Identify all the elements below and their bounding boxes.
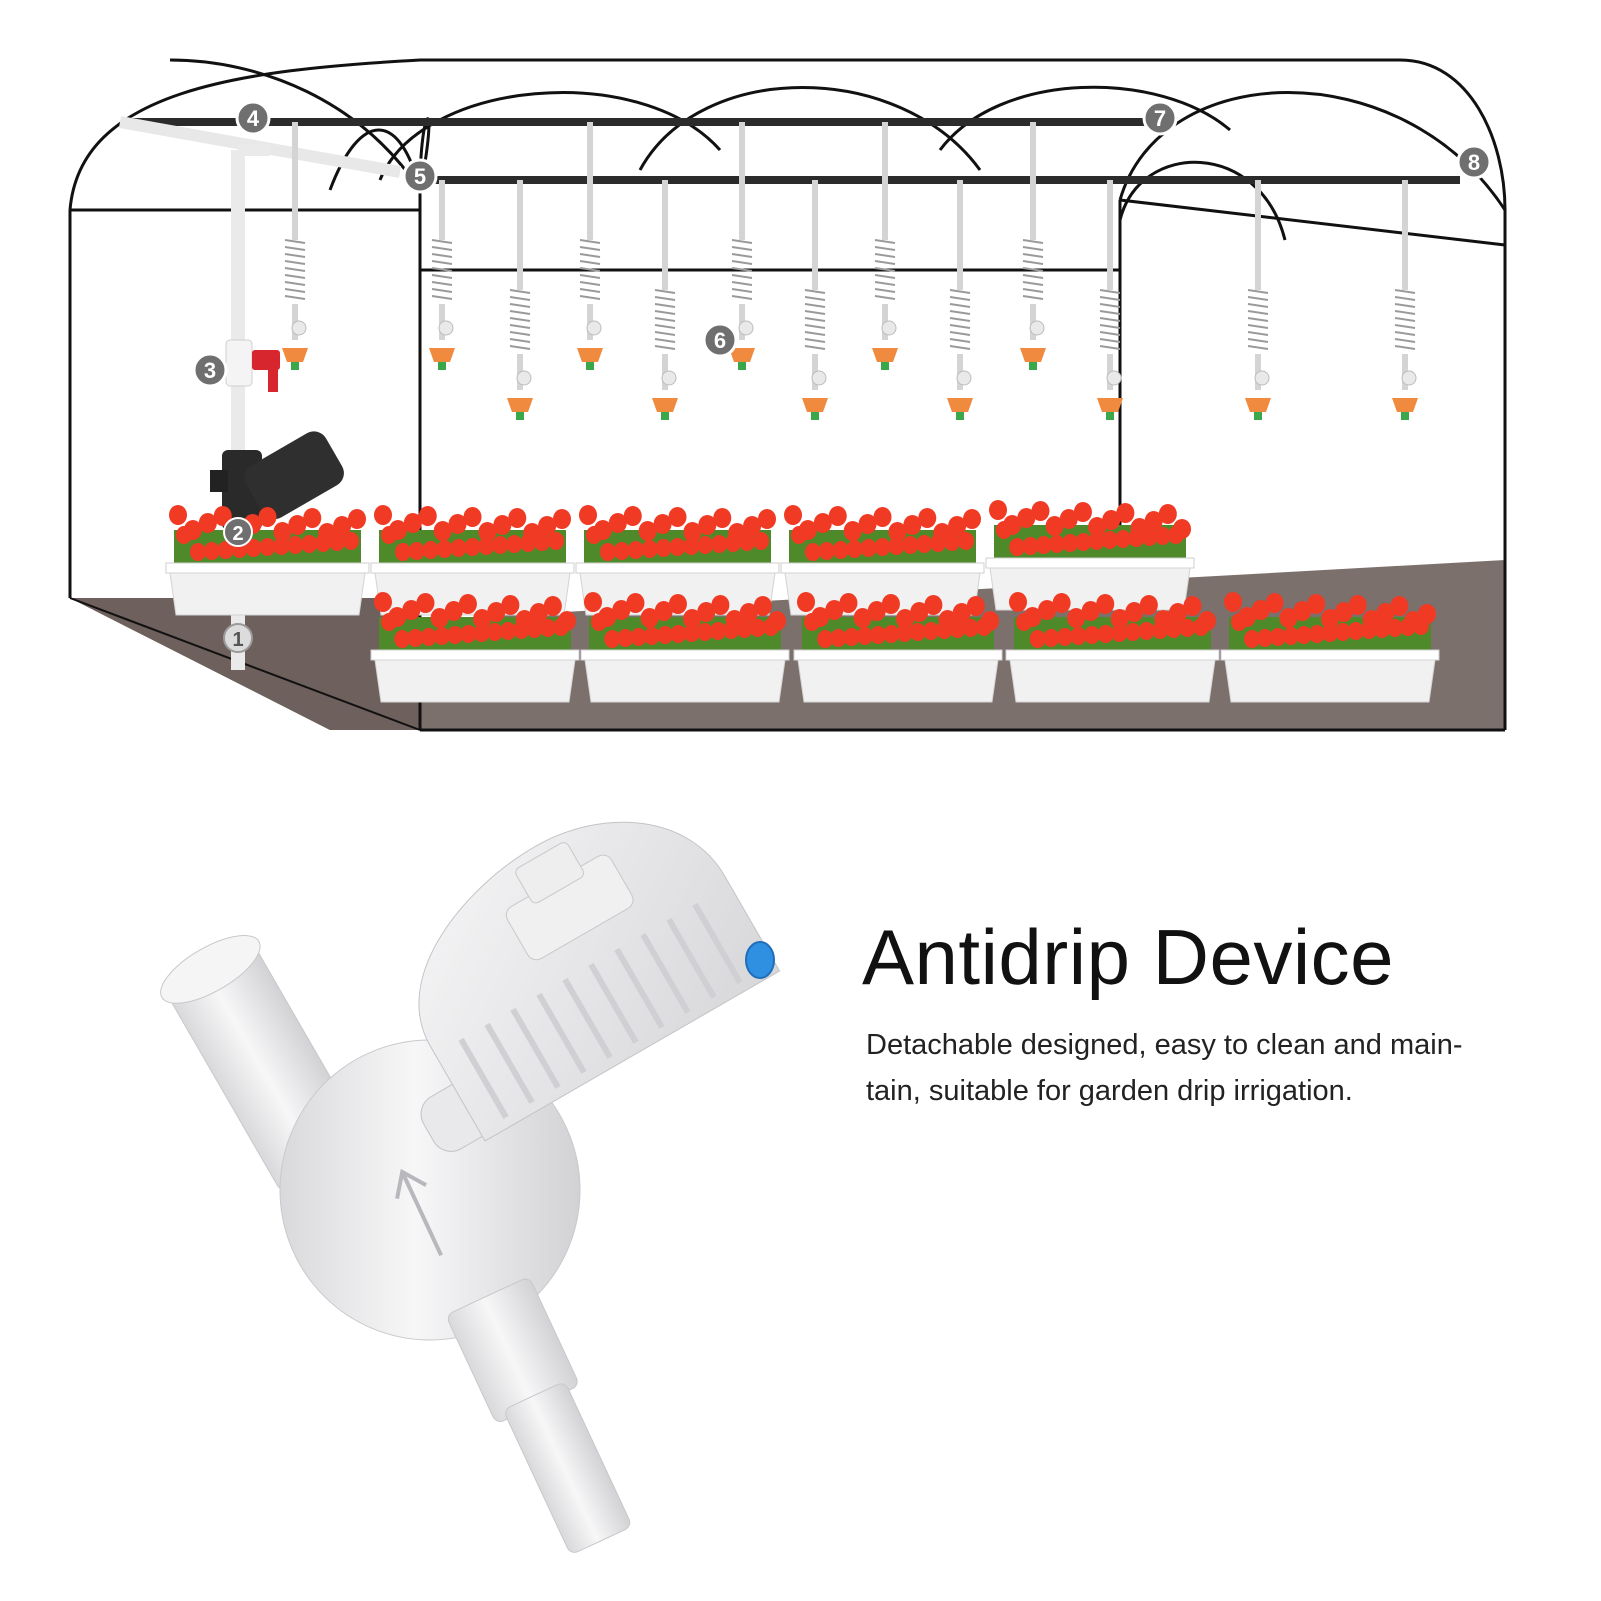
sprinkler-13 (1392, 180, 1418, 420)
sprinkler-2 (429, 180, 455, 370)
sprinkler-1 (282, 122, 308, 370)
ball-valve (225, 339, 280, 392)
product-title: Antidrip Device (862, 913, 1395, 1001)
product-description-line-1: Detachable designed, easy to clean and m… (866, 1029, 1463, 1061)
svg-text:8: 8 (1468, 150, 1480, 175)
svg-text:3: 3 (204, 358, 216, 383)
flower-pot-7 (580, 592, 790, 703)
flower-pot-2 (370, 505, 575, 616)
callout-badges: 1 2 3 4 5 6 7 8 (192, 100, 1492, 653)
svg-text:6: 6 (714, 328, 726, 353)
antidrip-device (160, 821, 781, 1553)
callout-badge-5: 5 (402, 158, 438, 194)
svg-text:7: 7 (1154, 106, 1166, 131)
hanging-sprinklers (282, 122, 1418, 420)
disc-filter (210, 431, 344, 530)
callout-badge-4: 4 (235, 100, 271, 136)
callout-badge-7: 7 (1142, 100, 1178, 136)
flower-pot-8 (793, 592, 1003, 703)
svg-text:1: 1 (232, 629, 243, 651)
antidrip-device-image (160, 821, 781, 1553)
callout-badge-6: 6 (702, 322, 738, 358)
sprinkler-5 (652, 180, 678, 420)
sprinkler-11 (1097, 180, 1123, 420)
svg-text:2: 2 (232, 523, 243, 545)
sprinkler-4 (577, 122, 603, 370)
svg-text:5: 5 (414, 164, 426, 189)
callout-badge-3: 3 (192, 352, 228, 388)
sprinkler-6 (729, 122, 755, 370)
product-description: Detachable designed, easy to clean and m… (866, 1022, 1566, 1114)
svg-text:4: 4 (247, 106, 260, 131)
flower-pot-9 (1005, 592, 1220, 703)
flower-pot-10 (1220, 592, 1440, 703)
callout-badge-2: 2 (223, 517, 253, 547)
sprinkler-3 (507, 180, 533, 420)
flower-pot-6 (370, 592, 580, 703)
greenhouse-irrigation-illustration: 1 2 3 4 5 6 7 8 (68, 58, 1507, 732)
sprinkler-7 (802, 180, 828, 420)
sprinkler-8 (872, 122, 898, 370)
sprinkler-9 (947, 180, 973, 420)
flower-pot-5 (985, 500, 1195, 611)
blue-valve-button (745, 941, 775, 979)
sprinkler-10 (1020, 122, 1046, 370)
flower-pots (165, 500, 1440, 703)
flower-pot-4 (780, 505, 985, 616)
sprinkler-12 (1245, 180, 1271, 420)
callout-badge-8: 8 (1456, 144, 1492, 180)
callout-badge-1: 1 (223, 623, 253, 653)
flower-pot-1 (165, 505, 370, 616)
product-description-line-2: tain, suitable for garden drip irrigatio… (866, 1075, 1353, 1107)
